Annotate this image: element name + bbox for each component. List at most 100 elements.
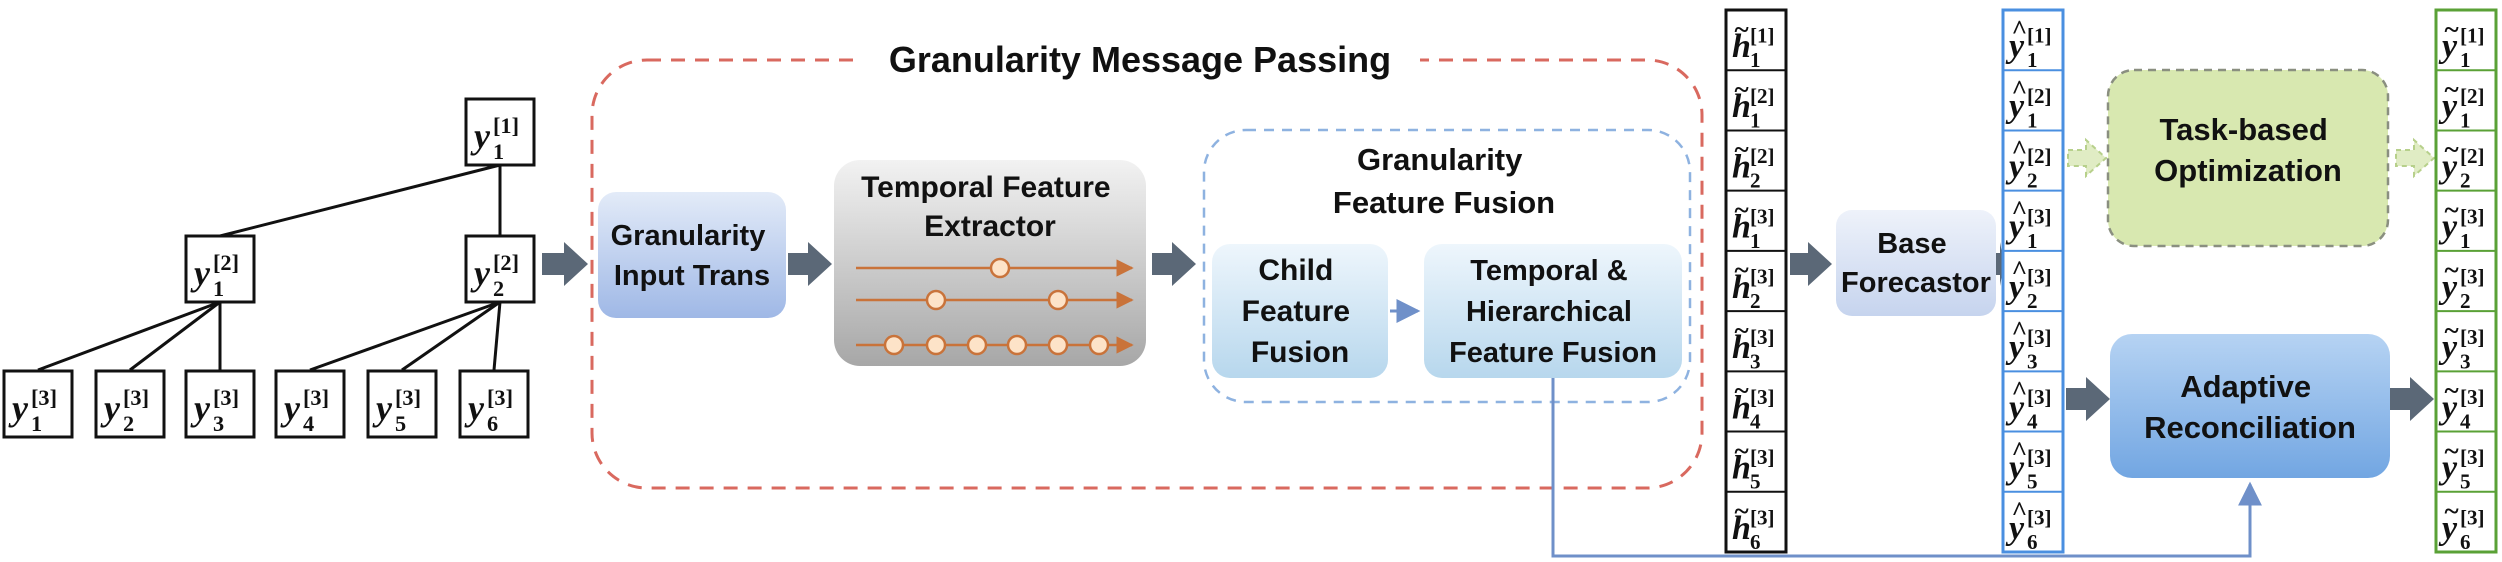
svg-text:~: ~ (2445, 135, 2459, 165)
dashed-green-arrows (2067, 137, 2436, 179)
svg-text:1: 1 (2027, 229, 2038, 253)
hidden-cell-9: h~6[3] (1732, 496, 1775, 554)
extractor-point-2-1 (925, 289, 947, 311)
hidden-cell-3: h~2[2] (1732, 135, 1775, 193)
arrow-task-to-output (2395, 137, 2436, 179)
svg-text:h: h (1732, 269, 1751, 306)
svg-text:2: 2 (2460, 169, 2471, 193)
svg-text:~: ~ (2445, 315, 2459, 345)
svg-text:~: ~ (2445, 436, 2459, 466)
svg-text:h: h (1732, 389, 1751, 426)
child-fusion-line-3: Fusion (1251, 336, 1349, 369)
svg-text:Child Feature: Child Feature Fusion (1242, 254, 1359, 369)
svg-text:y: y (2438, 88, 2458, 125)
svg-text:[3]: [3] (2027, 445, 2052, 469)
svg-text:h: h (1732, 510, 1751, 547)
forecast-cell-5: y^2[3] (2005, 255, 2052, 313)
svg-text:[2]: [2] (2027, 84, 2052, 108)
base-forecast-column: y^1[1]y^1[2]y^2[2]y^1[3]y^2[3]y^3[3]y^4[… (2001, 8, 2065, 554)
svg-text:4: 4 (303, 411, 314, 436)
svg-text:4: 4 (2027, 410, 2038, 434)
recon-line-1: Adaptive (2180, 369, 2311, 404)
svg-text:[2]: [2] (493, 250, 519, 275)
forecast-cell-9: y^6[3] (2005, 496, 2052, 554)
svg-text:~: ~ (2445, 376, 2459, 406)
svg-text:[1]: [1] (493, 113, 519, 138)
svg-text:Task-based Optimization: Task-based Optimization (2154, 112, 2342, 188)
svg-text:[1]: [1] (2460, 24, 2485, 48)
tree-edges (37, 163, 502, 372)
svg-text:6: 6 (487, 411, 498, 436)
svg-text:[3]: [3] (2027, 204, 2052, 228)
hidden-cell-8: h~5[3] (1732, 436, 1775, 494)
svg-text:[2]: [2] (1750, 144, 1775, 168)
extractor-point-1-1 (989, 257, 1011, 279)
svg-text:[3]: [3] (1750, 204, 1775, 228)
svg-text:[3]: [3] (213, 385, 239, 410)
temporal-hier-line-3: Feature Fusion (1449, 337, 1657, 369)
svg-text:y: y (190, 253, 211, 293)
feature-fusion-border (1202, 128, 1692, 404)
svg-text:^: ^ (2012, 135, 2028, 165)
svg-text:~: ~ (1735, 376, 1749, 406)
fusion-title-line-1: Granularity (1357, 142, 1523, 177)
input-trans-line-1: Granularity (611, 220, 766, 252)
svg-text:3: 3 (2027, 349, 2038, 373)
svg-text:y: y (8, 388, 29, 428)
svg-text:5: 5 (1750, 470, 1761, 494)
svg-text:6: 6 (2027, 530, 2038, 554)
svg-text:[3]: [3] (2460, 325, 2485, 349)
svg-text:1: 1 (2027, 108, 2038, 132)
svg-text:^: ^ (2012, 496, 2028, 526)
svg-text:1: 1 (2460, 229, 2471, 253)
connector-fusion-to-reconciliation (1551, 378, 2262, 558)
arrow-forecast-to-recon (2066, 377, 2110, 421)
hidden-cell-6: h~3[3] (1732, 315, 1775, 373)
svg-text:2: 2 (2460, 289, 2471, 313)
svg-text:y: y (470, 253, 491, 293)
svg-text:[3]: [3] (2460, 204, 2485, 228)
forecast-cell-8: y^5[3] (2005, 436, 2052, 494)
svg-text:~: ~ (2445, 195, 2459, 225)
extractor-point-3-6 (1088, 334, 1110, 356)
svg-text:[3]: [3] (487, 385, 513, 410)
reconciled-cell-7: y~4[3] (2438, 376, 2485, 434)
message-passing-frame: Granularity Message Passing (590, 34, 1704, 490)
reconciled-cell-6: y~3[3] (2438, 315, 2485, 373)
svg-text:[2]: [2] (2460, 144, 2485, 168)
base-forecastor-module: Base Forecastor (1836, 210, 1996, 316)
extractor-point-3-5 (1047, 334, 1069, 356)
svg-text:~: ~ (2445, 14, 2459, 44)
base-forecastor-line-1: Base (1877, 228, 1946, 260)
svg-text:3: 3 (1750, 349, 1761, 373)
svg-text:~: ~ (2445, 74, 2459, 104)
svg-text:h: h (1732, 28, 1751, 65)
svg-text:1: 1 (1750, 48, 1761, 72)
arrow-hidden-to-base (1790, 242, 1832, 286)
temporal-hier-line-2: Hierarchical (1466, 296, 1632, 328)
extractor-point-2-2 (1047, 289, 1069, 311)
svg-text:~: ~ (1735, 14, 1749, 44)
svg-text:1: 1 (2460, 48, 2471, 72)
svg-text:1: 1 (2460, 108, 2471, 132)
child-fusion-line-1: Child (1258, 254, 1333, 287)
svg-text:2: 2 (2027, 289, 2038, 313)
forecast-cell-2: y^1[2] (2005, 74, 2052, 132)
svg-text:h: h (1732, 148, 1751, 185)
svg-text:y: y (280, 388, 301, 428)
forecast-cell-7: y^4[3] (2005, 376, 2052, 434)
svg-text:2: 2 (2027, 169, 2038, 193)
svg-text:1: 1 (2027, 48, 2038, 72)
arrow-forecast-to-task (2067, 137, 2108, 179)
svg-text:Temporal & Hierarchica: Temporal & Hierarchical Feature Fusion (1449, 255, 1657, 369)
